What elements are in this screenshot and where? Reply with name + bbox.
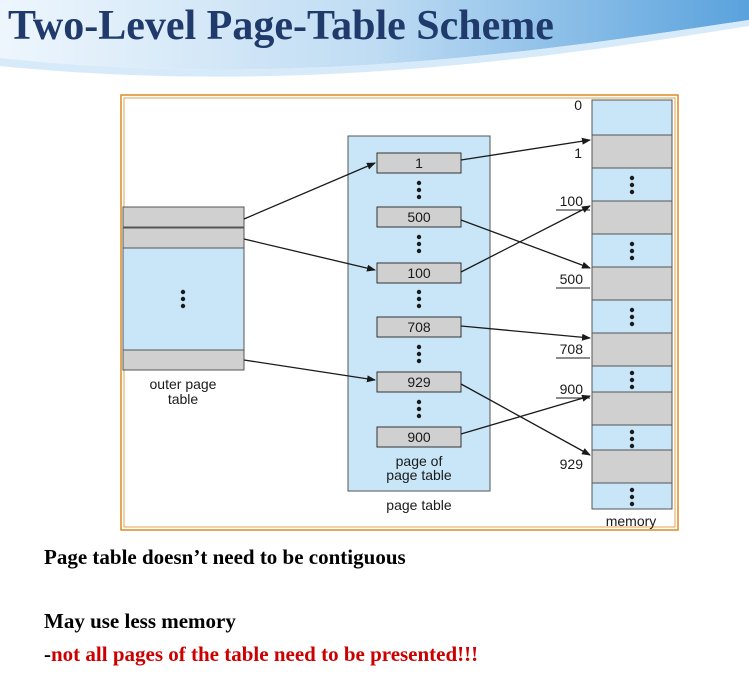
ellipsis-dots [416, 180, 422, 200]
memory-address: 929 [560, 456, 584, 472]
outer-page-table-label: outer page [150, 376, 217, 392]
page-table-label: page table [386, 497, 452, 513]
memory-label: memory [606, 513, 657, 529]
memory-address: 708 [560, 341, 584, 357]
slide-title: Two-Level Page-Table Scheme [8, 3, 554, 49]
ellipsis-dots [416, 399, 422, 419]
ellipsis-dots [416, 289, 422, 309]
ellipsis-dots [629, 487, 635, 507]
arrows [243, 137, 591, 456]
two-level-page-table-diagram: outer page table 1 500 100 708 929 900 p… [120, 94, 679, 531]
ellipsis-dots [629, 307, 635, 327]
ellipsis-dots [629, 175, 635, 195]
memory-column [591, 99, 673, 510]
memory-address: 900 [560, 381, 584, 397]
bullet-not-all-pages-text: not all pages of the table need to be pr… [51, 642, 479, 666]
ellipsis-dots [629, 429, 635, 449]
ellipsis-dots [416, 234, 422, 254]
page-table-entry: 500 [407, 209, 431, 225]
memory-address: 1 [574, 145, 582, 161]
page-of-page-table-label-2: page table [386, 467, 452, 483]
ellipsis-dots [629, 241, 635, 261]
page-table-entry: 929 [407, 374, 431, 390]
outer-page-table-label-2: table [168, 391, 199, 407]
outer-page-table [122, 206, 245, 371]
ellipsis-dots [180, 289, 186, 309]
memory-address: 100 [560, 193, 584, 209]
memory-address: 500 [560, 271, 584, 287]
bullet-less-memory: May use less memory [44, 609, 236, 633]
memory-address: 0 [574, 97, 582, 113]
page-table-entry: 100 [407, 265, 431, 281]
ellipsis-dots [629, 370, 635, 390]
bullet-contiguous: Page table doesn’t need to be contiguous [44, 545, 406, 569]
page-table-entry: 1 [415, 155, 423, 171]
header-swoosh [0, 0, 749, 77]
bullet-not-all-pages: -not all pages of the table need to be p… [44, 642, 478, 667]
page-of-page-table-label: page of [396, 453, 443, 469]
ellipsis-dots [416, 344, 422, 364]
page-table-entry: 708 [407, 319, 431, 335]
page-table-entry: 900 [407, 429, 431, 445]
page-table-entries: 1 500 100 708 929 900 [376, 152, 462, 448]
bullet-dash: - [44, 642, 51, 666]
